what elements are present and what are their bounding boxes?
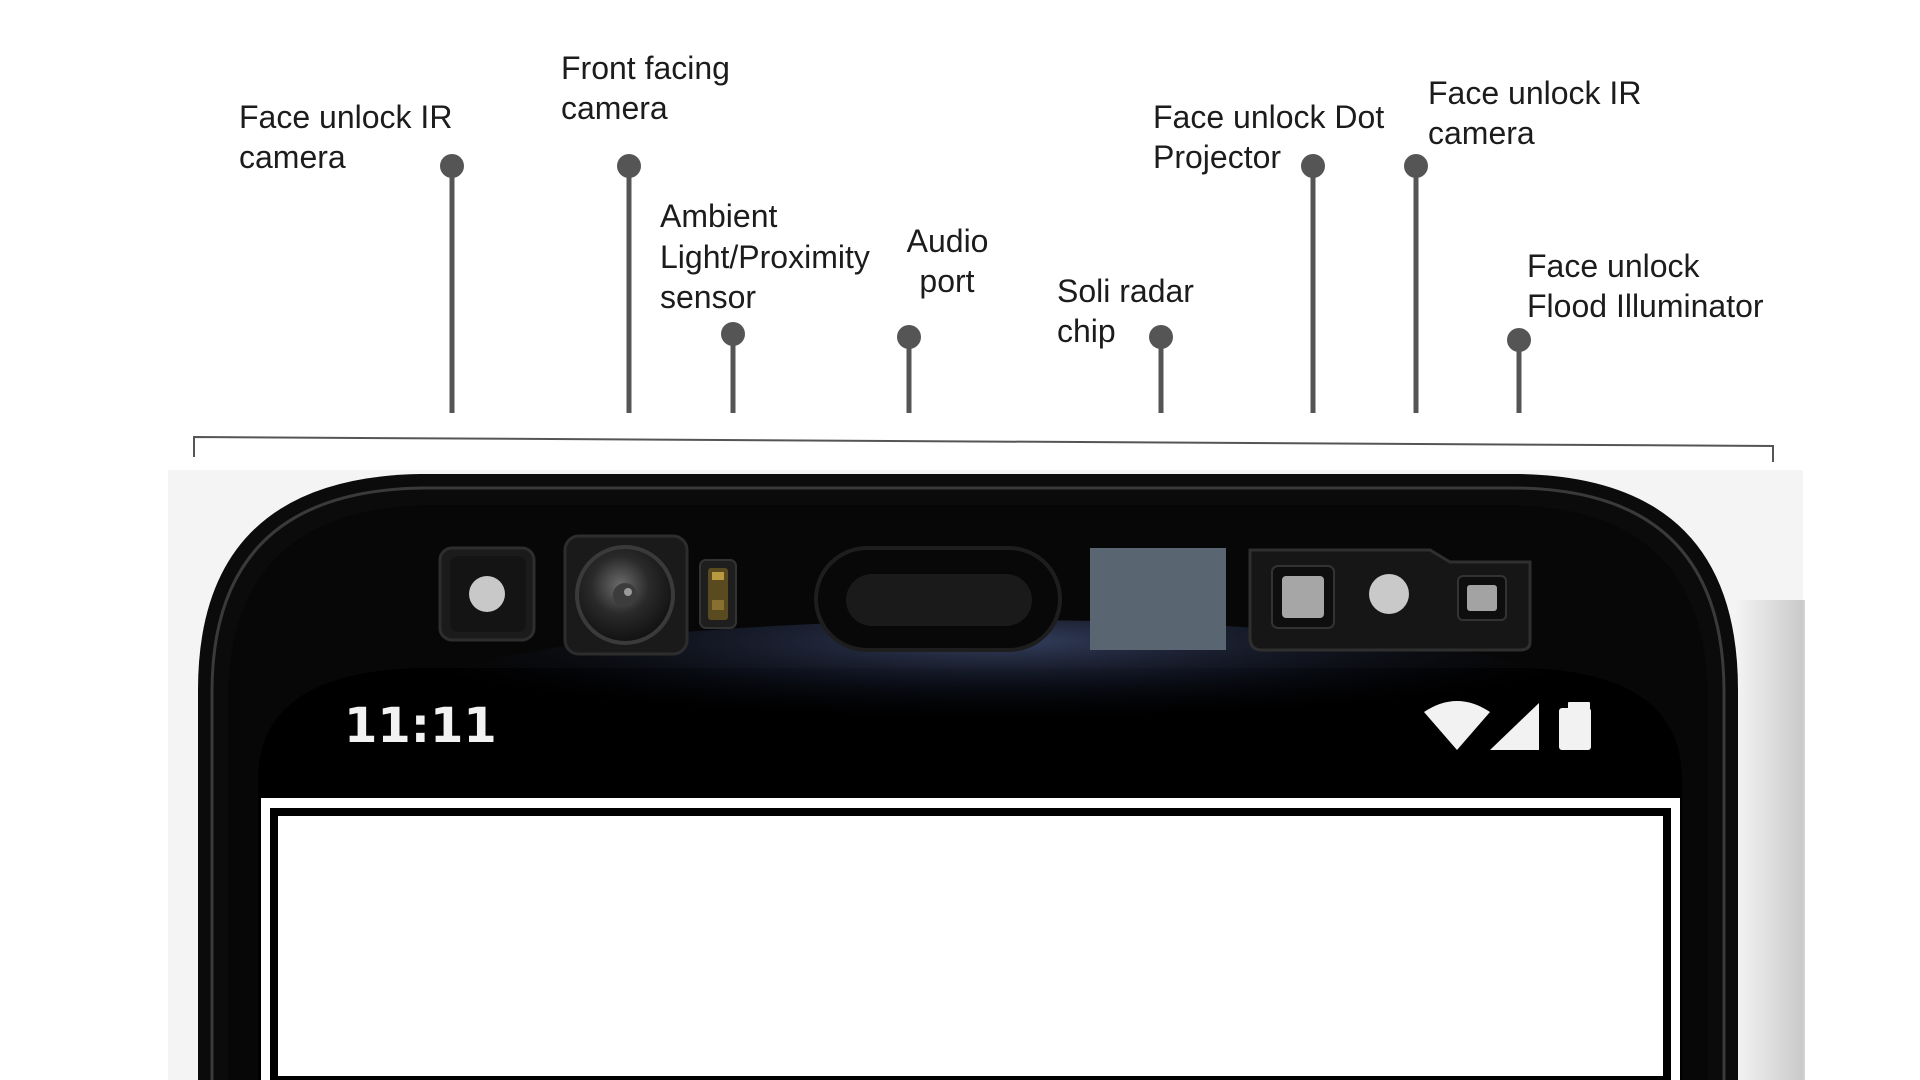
flood-illuminator-icon xyxy=(1457,575,1507,621)
callout-dot-projector: Face unlock Dot Projector xyxy=(1153,99,1393,175)
callout-front-camera: Front facing camera xyxy=(561,50,739,126)
leader-ambient-sensor xyxy=(721,322,745,413)
audio-port-icon xyxy=(814,546,1062,652)
status-bar: 11:11 xyxy=(344,698,1591,754)
soli-radar-chip-icon xyxy=(1090,548,1226,650)
screen xyxy=(261,798,1680,1080)
callout-ambient-sensor: Ambient Light/Proximity sensor xyxy=(660,198,879,315)
leader-front-camera xyxy=(617,154,641,413)
dot-projector-icon xyxy=(1271,565,1335,629)
callout-labels: Face unlock IR camera Front facing camer… xyxy=(239,50,1764,349)
ambient-sensor-icon xyxy=(699,559,737,629)
ir-camera-left-icon xyxy=(438,546,536,642)
face-unlock-module-icon xyxy=(1248,548,1532,652)
ir-camera-right-icon xyxy=(1369,574,1409,614)
bracket-line xyxy=(193,435,1774,462)
status-time: 11:11 xyxy=(344,698,497,754)
leader-flood-illuminator xyxy=(1507,328,1531,413)
front-camera-icon xyxy=(563,534,689,656)
callout-ir-camera-left: Face unlock IR camera xyxy=(239,99,461,175)
leader-lines xyxy=(440,154,1531,413)
screen-frame xyxy=(270,808,1671,1080)
sensor-array xyxy=(438,534,1532,656)
callout-flood-illuminator: Face unlock Flood Illuminator xyxy=(1527,248,1764,324)
leader-soli-radar xyxy=(1149,325,1173,413)
leader-dot-projector xyxy=(1301,154,1325,413)
leader-ir-camera-right xyxy=(1404,154,1428,413)
leader-ir-camera-left xyxy=(440,154,464,413)
callout-soli-radar: Soli radar chip xyxy=(1057,273,1203,349)
cellular-signal-icon xyxy=(1490,703,1539,750)
callout-ir-camera-right: Face unlock IR camera xyxy=(1428,75,1650,151)
leader-audio-port xyxy=(897,325,921,413)
callout-audio-port: Audio port xyxy=(907,223,998,299)
phone-side-shadow xyxy=(1735,600,1805,1080)
battery-icon xyxy=(1559,702,1591,750)
display-glow xyxy=(440,620,1560,760)
wifi-icon xyxy=(1424,701,1490,750)
phone-rim xyxy=(210,486,1726,1080)
